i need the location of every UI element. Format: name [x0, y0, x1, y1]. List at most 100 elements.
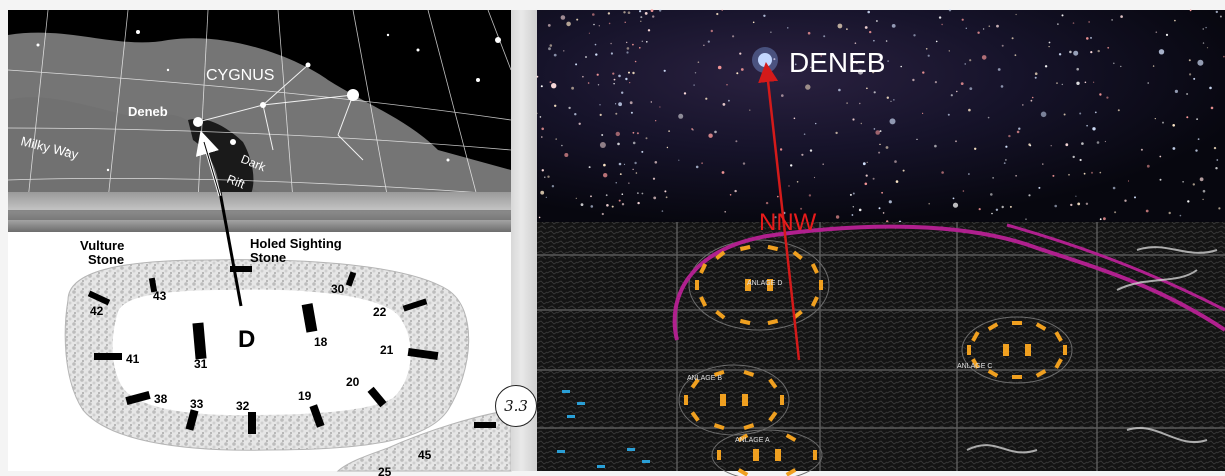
photo-star [860, 122, 862, 125]
photo-star [626, 41, 628, 44]
central-pillar [753, 449, 759, 461]
photo-star [625, 77, 628, 81]
photo-star [637, 201, 640, 205]
photo-star [902, 169, 905, 172]
photo-star [575, 197, 577, 199]
photo-star [1103, 217, 1106, 221]
left-figure-svg: CYGNUS Milky Way Deneb Dark Rift [7, 9, 512, 476]
photo-star [938, 16, 942, 19]
orange-pillar [785, 433, 797, 442]
photo-star [875, 130, 880, 135]
photo-star [1030, 99, 1033, 102]
photo-star [695, 165, 699, 169]
photo-star [588, 32, 590, 34]
photo-star [1107, 46, 1110, 49]
photo-star [800, 207, 803, 210]
photo-star [835, 215, 840, 219]
photo-star [587, 82, 590, 84]
photo-star [1096, 141, 1100, 144]
orange-pillar [768, 411, 778, 422]
orange-pillar [737, 468, 749, 476]
photo-star [605, 194, 608, 197]
photo-star [1000, 85, 1004, 88]
photo-star [809, 149, 813, 152]
photo-star [645, 137, 648, 140]
photo-star [997, 68, 1001, 71]
photo-star [1172, 124, 1175, 127]
photo-star [1147, 82, 1149, 84]
photo-star [563, 50, 565, 52]
photo-star [626, 51, 629, 54]
photo-star [665, 196, 668, 199]
photo-star [576, 18, 579, 21]
photo-star [1219, 15, 1222, 18]
photo-star [867, 10, 870, 14]
site-label-anlage-d: ANLAGE D [747, 280, 782, 287]
photo-star [1189, 73, 1192, 76]
photo-star [1186, 93, 1189, 95]
pillar-19-number: 19 [298, 389, 312, 403]
photo-star [617, 142, 620, 146]
photo-star [865, 174, 868, 177]
photo-star [728, 99, 730, 102]
photo-star [1124, 199, 1127, 202]
photo-star [641, 192, 644, 195]
photo-star [1172, 147, 1176, 150]
photo-star [1072, 155, 1075, 159]
photo-star [1213, 146, 1217, 150]
photo-star [580, 203, 584, 207]
photo-star [1015, 175, 1017, 177]
photo-star [554, 104, 557, 108]
photo-star [608, 22, 611, 25]
orange-pillar [739, 244, 751, 252]
site-label-anlage-b: ANLAGE B [687, 375, 722, 382]
photo-star [805, 84, 811, 90]
photo-star [1056, 82, 1058, 84]
photo-star [601, 134, 604, 136]
photo-star [1145, 209, 1149, 213]
site-label-anlage-a: ANLAGE A [735, 437, 770, 444]
photo-star [1189, 9, 1192, 12]
photo-star [1120, 15, 1123, 18]
photo-star [803, 133, 806, 135]
vulture-stone-label-line2: Stone [88, 252, 124, 267]
photo-star [1086, 37, 1089, 40]
photo-star [683, 92, 687, 95]
photo-star [551, 185, 555, 188]
photo-star [801, 153, 804, 156]
photo-star [575, 63, 578, 66]
photo-star [716, 12, 719, 16]
photo-star [941, 171, 944, 174]
photo-star [590, 195, 592, 198]
photo-star [1186, 116, 1189, 119]
photo-star [891, 24, 896, 28]
photo-star [879, 130, 882, 133]
photo-star [655, 120, 657, 122]
photo-star [1174, 89, 1178, 93]
photo-star [1054, 204, 1057, 208]
photo-star [1158, 49, 1165, 55]
photo-star [1016, 130, 1020, 134]
photo-star [790, 164, 793, 167]
orange-pillar [767, 318, 779, 326]
orange-pillar [737, 433, 749, 442]
photo-star [568, 106, 571, 110]
photo-star [693, 84, 695, 86]
photo-star [1052, 174, 1055, 177]
deneb-star [193, 117, 203, 127]
photo-star [666, 146, 669, 149]
photo-star [1223, 55, 1225, 58]
photo-star [564, 153, 569, 157]
photo-star [941, 23, 943, 26]
photo-star [659, 106, 661, 108]
photo-star [851, 57, 854, 60]
photo-star [887, 60, 889, 62]
photo-star [582, 75, 584, 78]
photo-star [873, 91, 876, 94]
photo-star [722, 103, 726, 106]
photo-star [641, 150, 644, 153]
deneb-label: Deneb [128, 104, 168, 119]
photo-star [982, 28, 985, 30]
photo-star [968, 108, 971, 112]
photo-star [703, 44, 705, 46]
